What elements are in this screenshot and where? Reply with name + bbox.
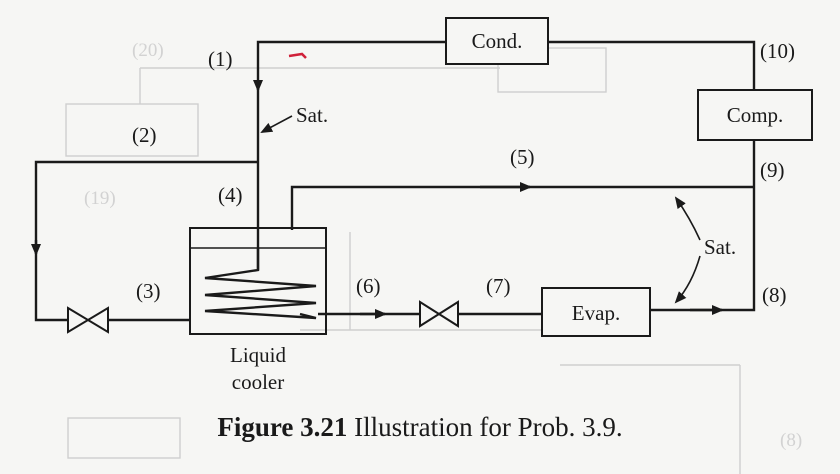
svg-text:(20): (20) bbox=[132, 40, 164, 61]
state-label-8: (8) bbox=[762, 283, 787, 307]
expansion-valve-3 bbox=[67, 306, 109, 334]
state-label-3: (3) bbox=[136, 279, 161, 303]
expansion-valve-6 bbox=[419, 300, 459, 328]
svg-text:(8): (8) bbox=[780, 430, 802, 451]
cooling-coil bbox=[204, 248, 317, 320]
state-labels: (1) (2) (3) (4) (5) (6) (7) (8) (9) (10) bbox=[132, 39, 795, 307]
sat-annotation-right: Sat. bbox=[704, 235, 736, 259]
sat-annotation-top: Sat. bbox=[296, 103, 328, 127]
state-label-6: (6) bbox=[356, 274, 381, 298]
figure-caption: Figure 3.21 Illustration for Prob. 3.9. bbox=[0, 412, 840, 443]
evaporator: Evap. bbox=[541, 287, 651, 337]
compressor: Comp. bbox=[697, 89, 813, 141]
state-label-5: (5) bbox=[510, 145, 535, 169]
condenser: Cond. bbox=[445, 17, 549, 65]
sat-pointers bbox=[260, 115, 701, 304]
bleed-through-background: (20) (19) (8) bbox=[65, 40, 802, 474]
figure-caption-text: Illustration for Prob. 3.9. bbox=[347, 412, 623, 442]
liquid-cooler-label-line1: Liquid bbox=[230, 343, 286, 367]
liquid-cooler-label-line2: cooler bbox=[232, 370, 284, 394]
state-label-9: (9) bbox=[760, 158, 785, 182]
svg-text:(19): (19) bbox=[84, 188, 116, 209]
state-label-2: (2) bbox=[132, 123, 157, 147]
state-label-1: (1) bbox=[208, 47, 233, 71]
state-label-10: (10) bbox=[760, 39, 795, 63]
piping bbox=[31, 40, 756, 322]
state-label-7: (7) bbox=[486, 274, 511, 298]
state-label-4: (4) bbox=[218, 183, 243, 207]
compressor-label: Comp. bbox=[727, 103, 784, 127]
pen-mark bbox=[288, 52, 307, 59]
figure-number: Figure 3.21 bbox=[217, 412, 348, 442]
condenser-label: Cond. bbox=[472, 29, 523, 53]
liquid-cooler: Liquid cooler bbox=[189, 227, 327, 394]
evaporator-label: Evap. bbox=[572, 301, 620, 325]
